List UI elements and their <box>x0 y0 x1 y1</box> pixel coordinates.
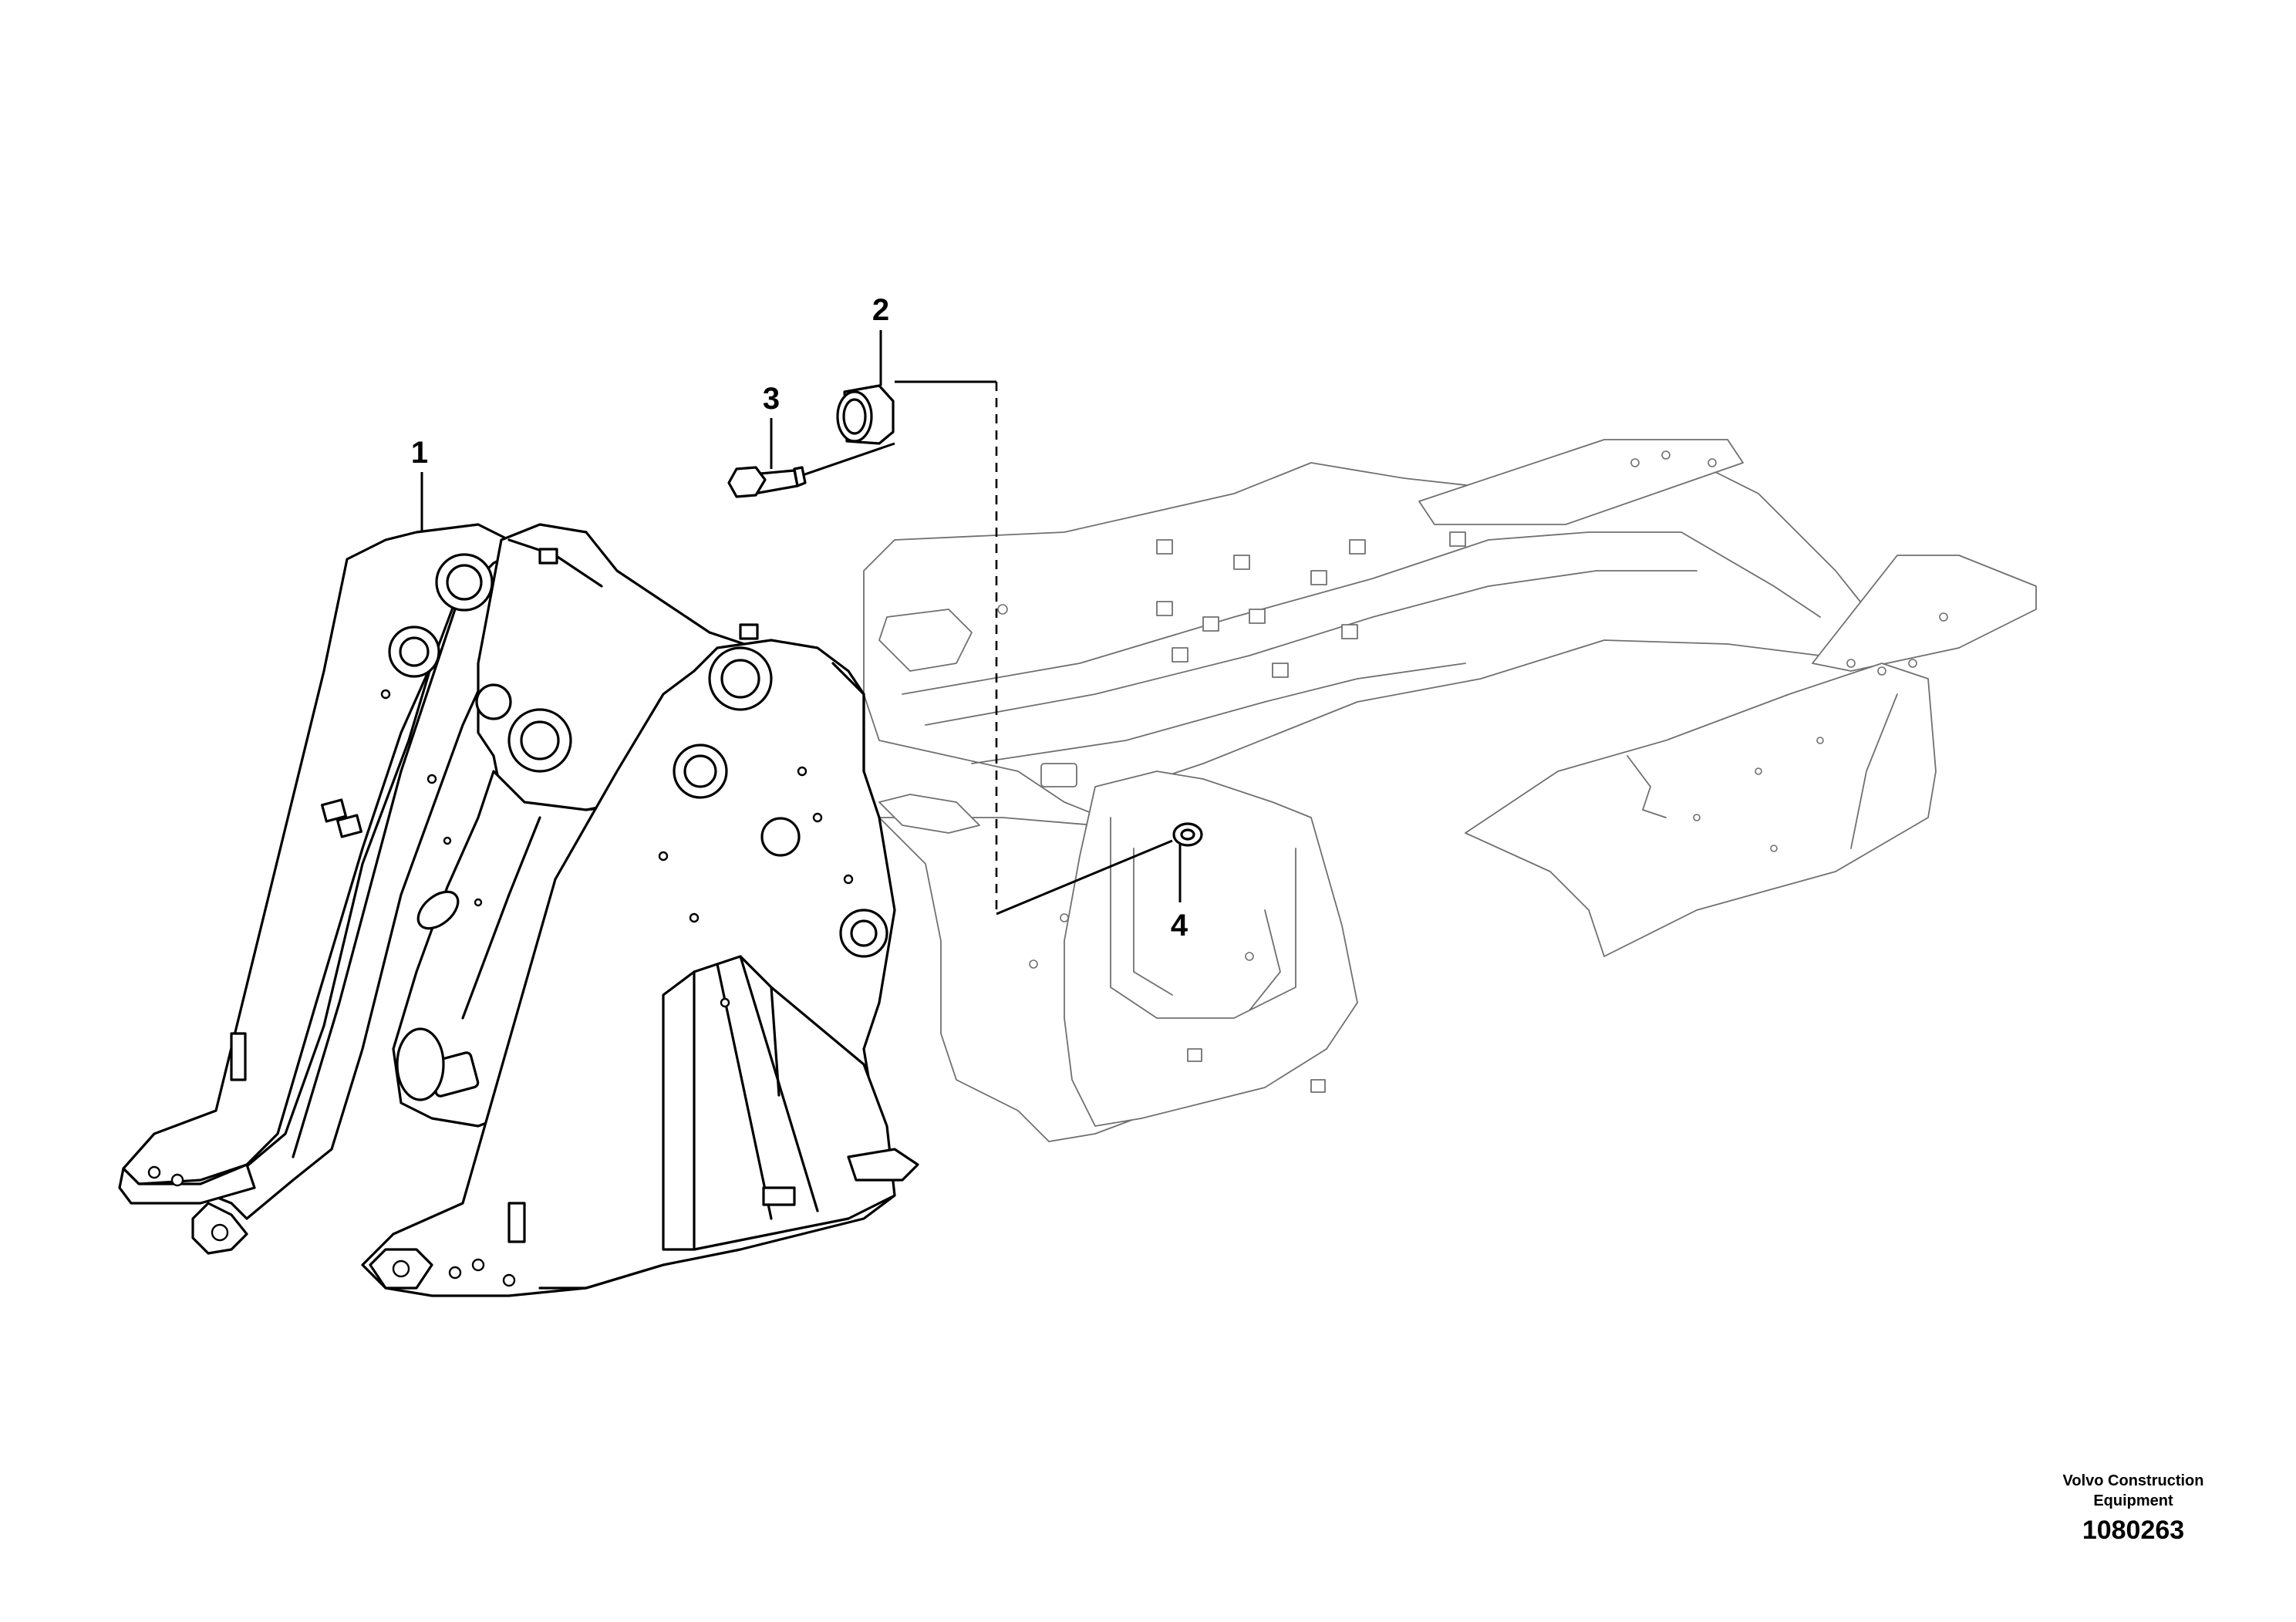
callout-3-label: 3 <box>763 382 780 416</box>
part-2-bushing <box>836 384 895 445</box>
stamp-brand-line-1: Volvo Construction <box>2063 1472 2204 1489</box>
document-stamp: Volvo Construction Equipment 1080263 <box>2063 1472 2204 1545</box>
front-frame-part-1 <box>118 523 919 1297</box>
part-4-nut <box>1172 822 1203 847</box>
callout-2-label: 2 <box>872 293 889 327</box>
callout-1-label: 1 <box>411 436 428 470</box>
rear-frame-ghost <box>863 439 2037 1142</box>
part-3-bolt <box>727 466 807 498</box>
callout-4-label: 4 <box>1171 909 1188 943</box>
stamp-brand-line-2: Equipment <box>2093 1492 2173 1509</box>
callouts: 1 2 3 4 <box>411 293 1188 943</box>
drawing-number: 1080263 <box>2082 1516 2184 1545</box>
